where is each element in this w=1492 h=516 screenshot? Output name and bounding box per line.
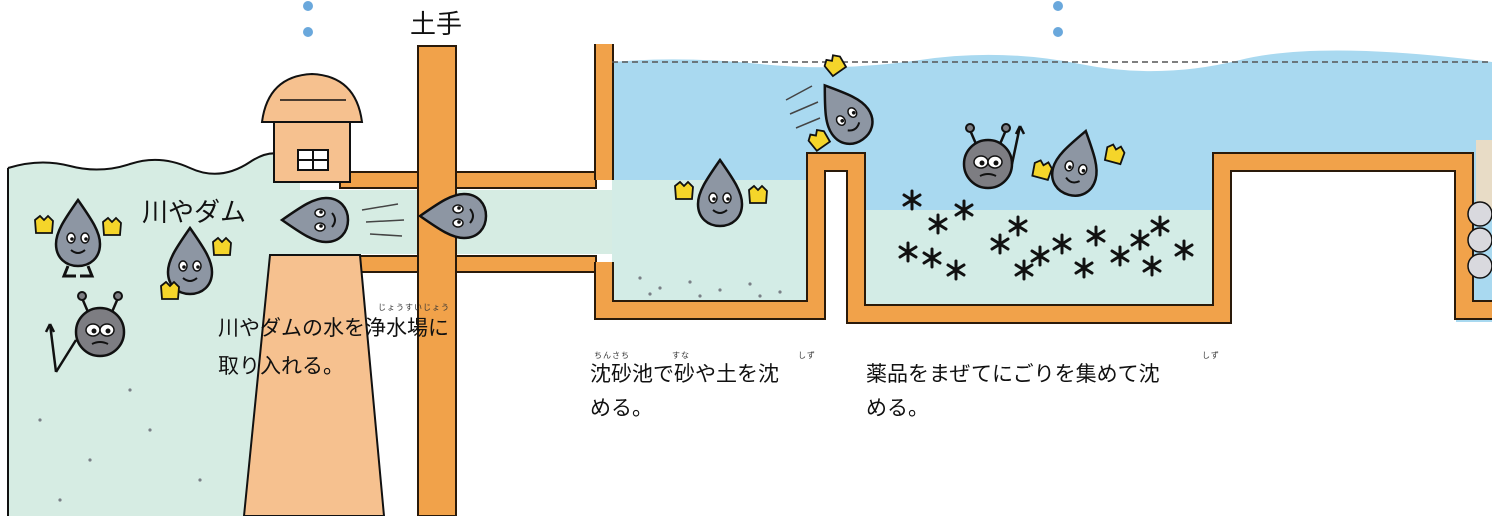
gravel-filter xyxy=(1467,140,1492,279)
furigana-chinsachi: ちんさち xyxy=(594,351,630,360)
intake-tower xyxy=(242,72,386,516)
settling-basin-outlines xyxy=(594,44,1492,324)
water-droplet-character xyxy=(34,198,122,278)
furigana-josuijo: じょうすいじょう xyxy=(378,303,450,312)
settling-water-top xyxy=(612,50,1492,322)
flocculation-caption-line2: める。 xyxy=(866,396,929,420)
sand-basin-caption-line1: 沈砂池で砂や土を沈 xyxy=(590,362,779,386)
section-marker-dot xyxy=(1053,27,1063,37)
section-marker-dot xyxy=(1053,1,1063,11)
sand-basin-caption-line2: める。 xyxy=(590,396,653,420)
section-marker-dot xyxy=(303,27,313,37)
flocculation-caption-line1: 薬品をまぜてにごりを集めて沈 xyxy=(866,362,1160,386)
embankment-label: 土手 xyxy=(410,10,463,40)
germ-character xyxy=(44,290,126,373)
furigana-shizu-2: しず xyxy=(1202,351,1220,360)
settling-basin-walls xyxy=(595,44,1492,323)
section-marker-dot xyxy=(303,1,313,11)
intake-caption-line2: 取り入れる。 xyxy=(218,354,344,378)
intake-caption-line1: 川やダムの水を浄水場に xyxy=(218,316,449,340)
motion-lines xyxy=(361,85,821,237)
furigana-shizu-1: しず xyxy=(798,351,816,360)
furigana-suna: すな xyxy=(672,351,690,360)
germ-character xyxy=(962,122,1026,190)
river-dam-label: 川やダム xyxy=(142,198,247,228)
sand-particles xyxy=(38,276,782,502)
